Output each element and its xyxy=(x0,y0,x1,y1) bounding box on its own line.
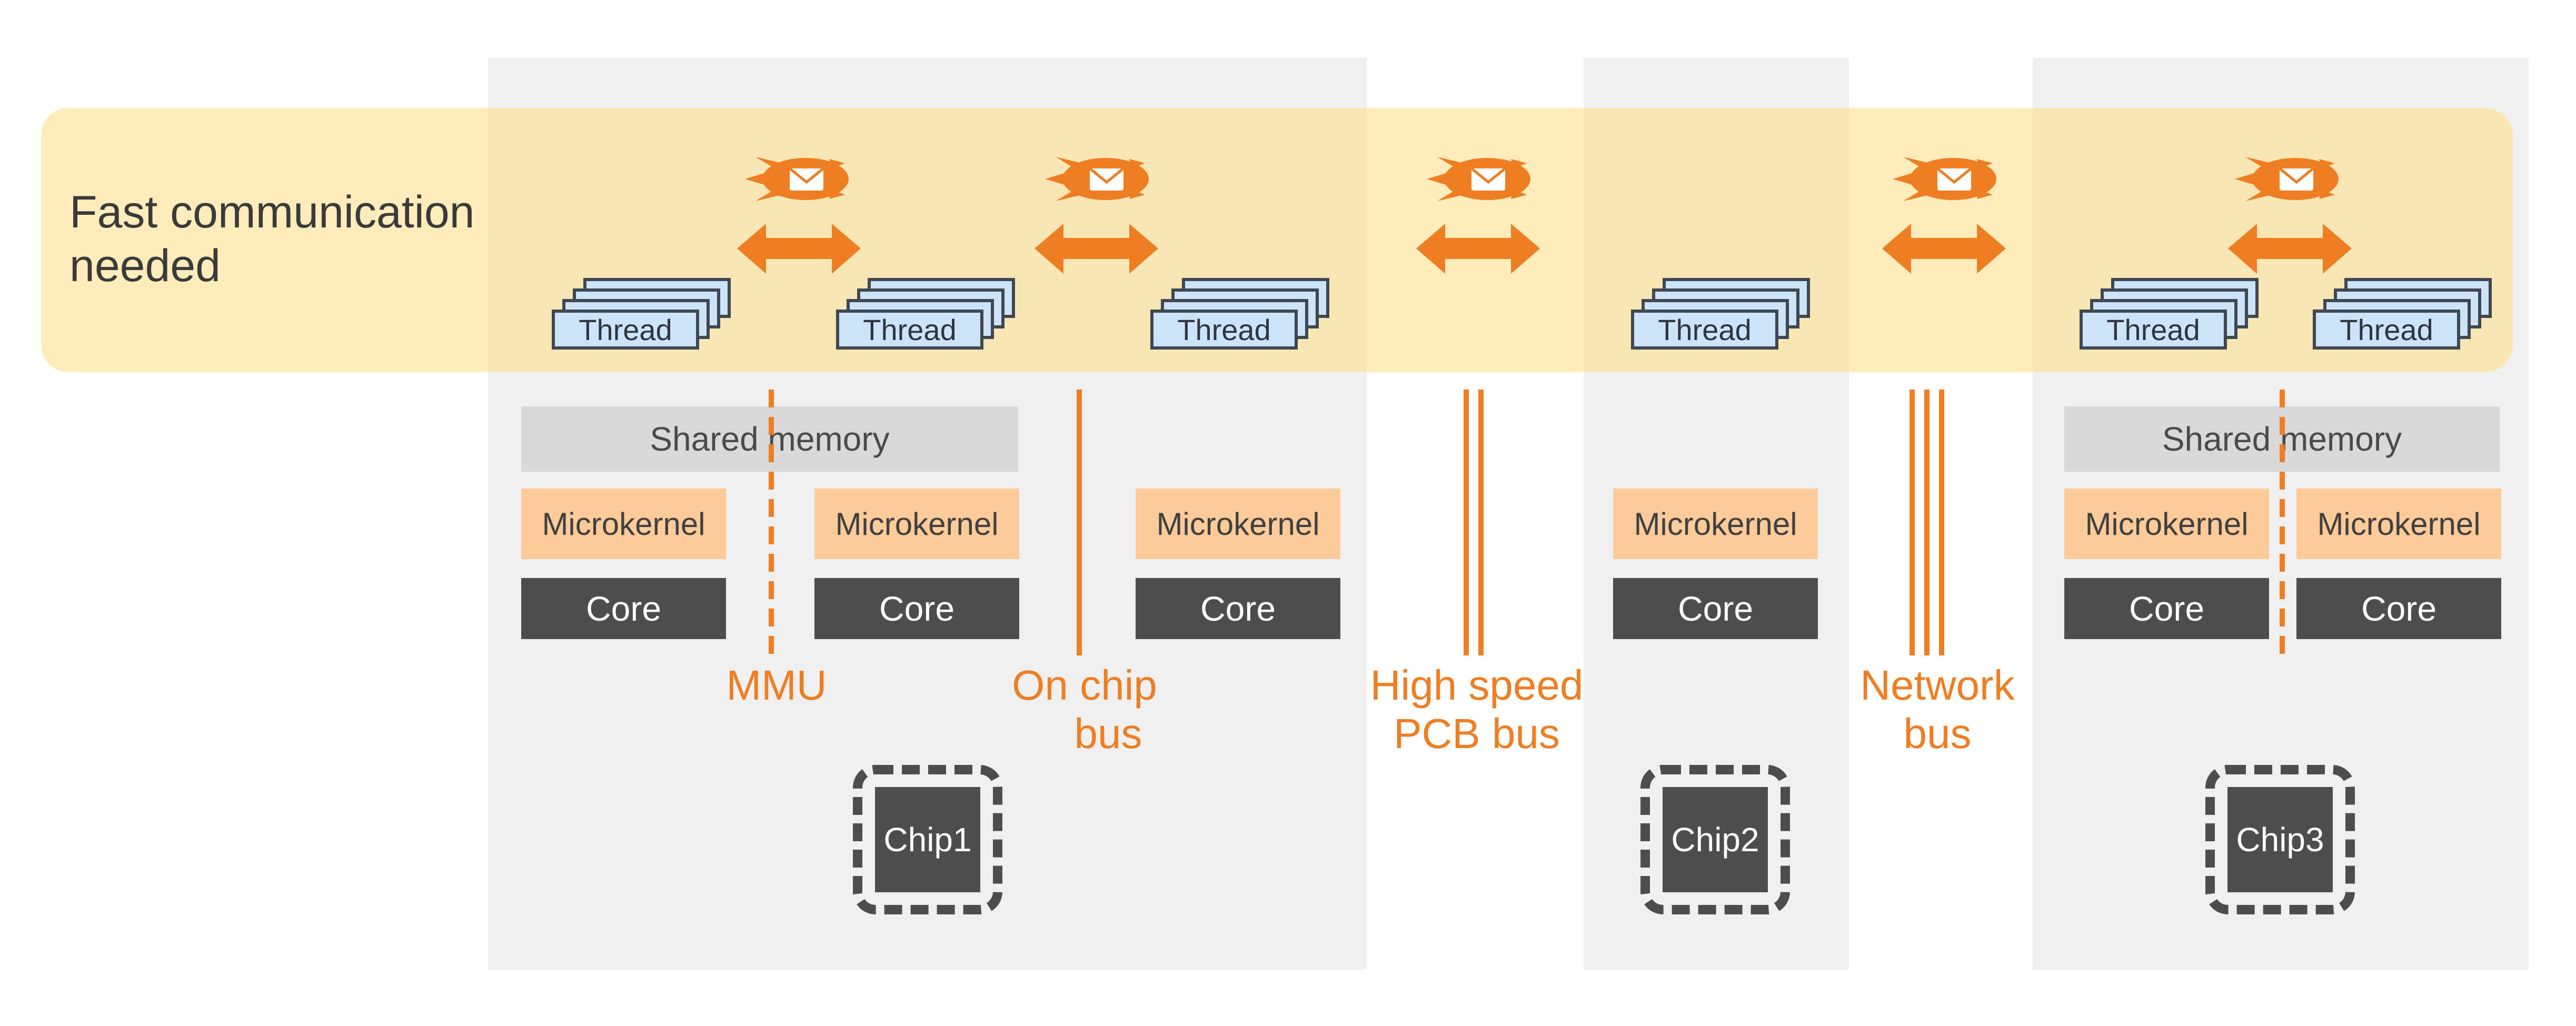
thread-stack: Thread xyxy=(2313,278,2492,357)
band-title-line1: Fast communication xyxy=(69,187,475,237)
thread-label: Thread xyxy=(863,313,957,346)
double-arrow-icon xyxy=(1035,224,1158,274)
core-block: Core xyxy=(2296,578,2501,639)
chip-label: Chip2 xyxy=(1671,821,1759,859)
thread-stack: Thread xyxy=(1631,278,1810,357)
network-bus-line2: bus xyxy=(1903,710,1972,757)
on-chip-bus-line2: bus xyxy=(1074,710,1142,757)
chip-icon: Chip1 xyxy=(846,758,1009,921)
on-chip-bus-label: On chip bus xyxy=(990,661,1179,758)
mmu-label: MMU xyxy=(726,662,827,709)
network-bus-line xyxy=(1909,390,1915,655)
double-arrow-icon xyxy=(1416,224,1540,274)
pcb-bus-line2: PCB bus xyxy=(1394,710,1560,757)
chip-label: Chip1 xyxy=(883,821,972,859)
core-block: Core xyxy=(2064,578,2269,639)
flying-envelope-icon xyxy=(1427,157,1530,201)
mmu-dashed-line xyxy=(2280,390,2285,655)
double-arrow-icon xyxy=(737,224,861,274)
thread-stack: Thread xyxy=(552,278,731,357)
flying-envelope-icon xyxy=(2235,157,2339,201)
pcb-bus-line xyxy=(1464,390,1469,655)
microkernel-block: Microkernel xyxy=(2296,489,2501,559)
mmu-dashed-line xyxy=(769,390,774,655)
core-block: Core xyxy=(521,578,726,639)
pcb-bus-line1: High speed xyxy=(1370,662,1584,709)
thread-stack: Thread xyxy=(836,278,1015,357)
double-arrow-icon xyxy=(2228,224,2352,274)
network-bus-line xyxy=(1924,390,1929,655)
flying-envelope-icon xyxy=(1893,157,1996,201)
chip-icon: Chip3 xyxy=(2199,758,2362,921)
thread-label: Thread xyxy=(2106,313,2200,346)
pcb-bus-line xyxy=(1478,390,1484,655)
thread-label: Thread xyxy=(1177,313,1271,346)
chip-icon: Chip2 xyxy=(1634,758,1797,921)
microkernel-block: Microkernel xyxy=(521,489,726,559)
microkernel-block: Microkernel xyxy=(814,489,1019,559)
double-arrow-icon xyxy=(1882,224,2006,274)
thread-label: Thread xyxy=(579,313,672,346)
network-bus-line1: Network xyxy=(1860,662,2015,709)
on-chip-bus-line xyxy=(1077,390,1082,655)
thread-stack: Thread xyxy=(1150,278,1329,357)
thread-stack: Thread xyxy=(2080,278,2259,357)
microkernel-block: Microkernel xyxy=(1613,489,1818,559)
thread-label: Thread xyxy=(1658,313,1752,346)
band-title: Fast communication needed xyxy=(69,185,475,293)
core-block: Core xyxy=(1613,578,1818,639)
thread-label: Thread xyxy=(2340,313,2433,346)
core-block: Core xyxy=(1136,578,1340,639)
chip-label: Chip3 xyxy=(2236,821,2324,859)
network-bus-line xyxy=(1939,390,1944,655)
core-block: Core xyxy=(814,578,1019,639)
flying-envelope-icon xyxy=(745,157,849,201)
microkernel-block: Microkernel xyxy=(1136,489,1340,559)
network-bus-label: Network bus xyxy=(1843,661,2032,758)
pcb-bus-label: High speed PCB bus xyxy=(1358,661,1595,758)
flying-envelope-icon xyxy=(1045,157,1149,201)
on-chip-bus-line1: On chip xyxy=(1012,662,1157,709)
band-title-line2: needed xyxy=(69,241,221,291)
microkernel-block: Microkernel xyxy=(2064,489,2269,559)
